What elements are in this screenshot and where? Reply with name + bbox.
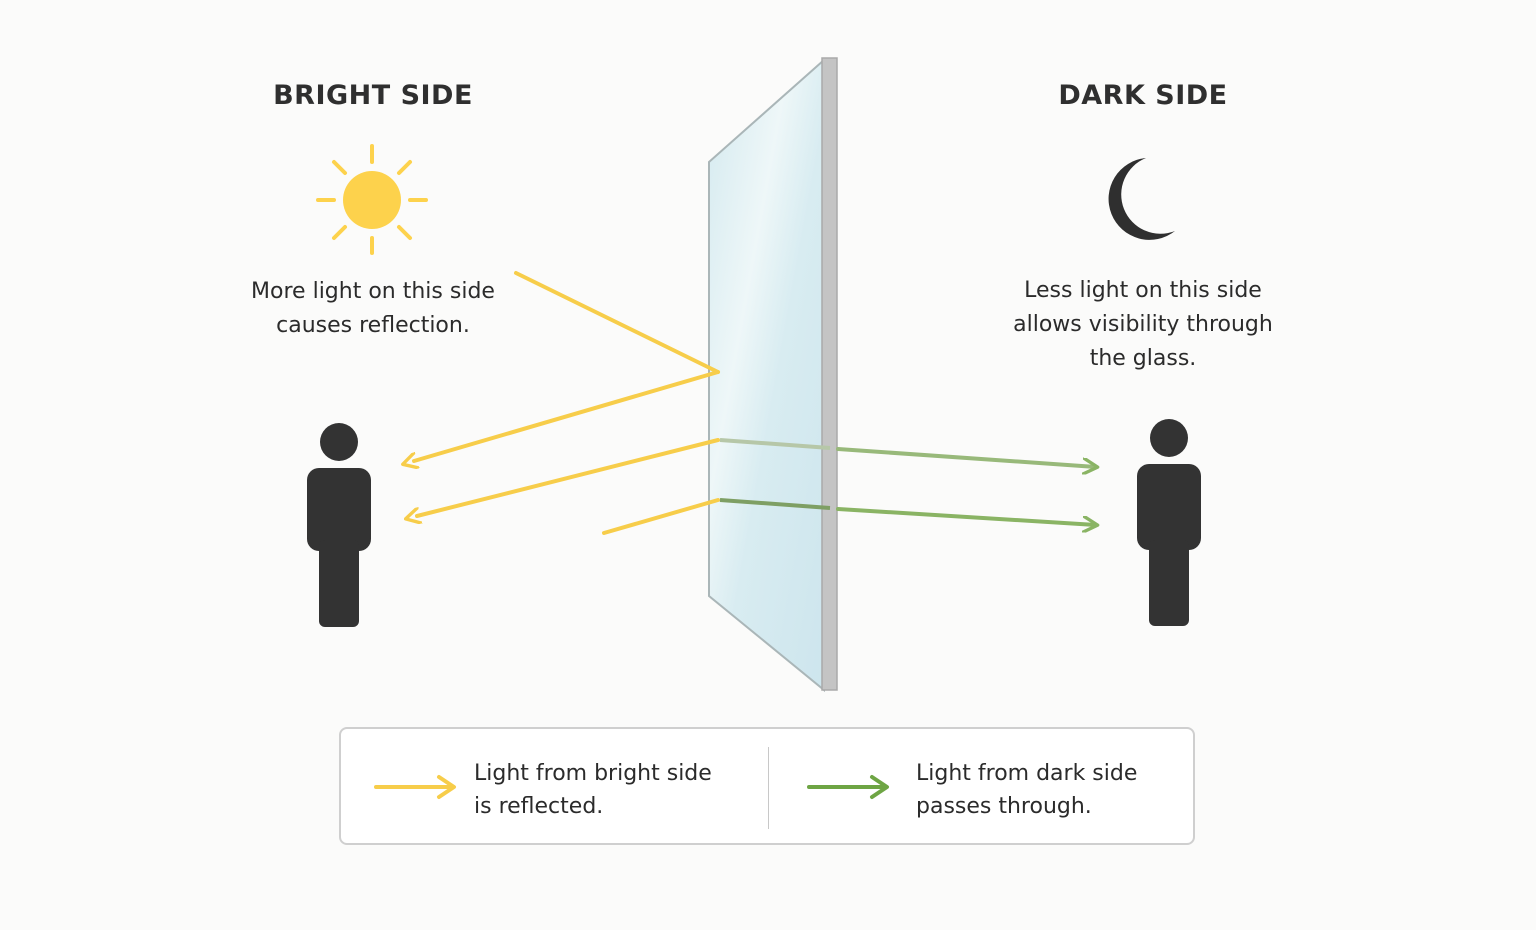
- glass-face: [708, 57, 825, 693]
- sun-rays: [316, 144, 428, 255]
- legend-reflected-label: Light from bright side is reflected.: [474, 757, 712, 823]
- legend-line: passes through.: [916, 794, 1092, 819]
- sun-disc: [343, 171, 401, 229]
- legend-line: is reflected.: [474, 794, 604, 819]
- dark-side-heading: DARK SIDE: [1058, 80, 1228, 111]
- reflected-light-ray: [414, 370, 720, 461]
- legend-line: Light from dark side: [916, 761, 1138, 786]
- bright-side-caption: More light on this side causes reflectio…: [193, 275, 553, 343]
- caption-line: allows visibility through: [1013, 312, 1273, 337]
- reflected-light-ray: [417, 438, 720, 516]
- glass-panel: [708, 57, 838, 693]
- transmitted-ray-inside: [719, 438, 831, 450]
- legend-divider: [768, 747, 769, 829]
- legend-yellow-arrow-icon: [374, 775, 456, 799]
- transmitted-light-ray: [836, 507, 1096, 525]
- moon-icon: [1108, 158, 1175, 240]
- caption-line: Less light on this side: [1024, 278, 1262, 303]
- caption-line: causes reflection.: [276, 313, 470, 338]
- dark-side-caption: Less light on this side allows visibilit…: [963, 274, 1323, 376]
- legend-green-arrow-icon: [807, 775, 889, 799]
- person-dark-side-icon: [1137, 419, 1201, 626]
- legend-line: Light from bright side: [474, 761, 712, 786]
- caption-line: More light on this side: [251, 279, 495, 304]
- transmitted-light-ray: [836, 447, 1096, 467]
- legend: Light from bright side is reflected. Lig…: [339, 727, 1195, 845]
- bright-side-heading: BRIGHT SIDE: [273, 80, 473, 111]
- transmitted-ray-inside: [719, 498, 831, 510]
- legend-through-label: Light from dark side passes through.: [916, 757, 1137, 823]
- person-bright-side-icon: [307, 423, 371, 627]
- incoming-light-ray: [602, 498, 720, 535]
- incoming-light-ray: [514, 271, 720, 374]
- glass-edge: [821, 57, 838, 691]
- sun-icon: [316, 144, 428, 255]
- caption-line: the glass.: [1089, 346, 1197, 371]
